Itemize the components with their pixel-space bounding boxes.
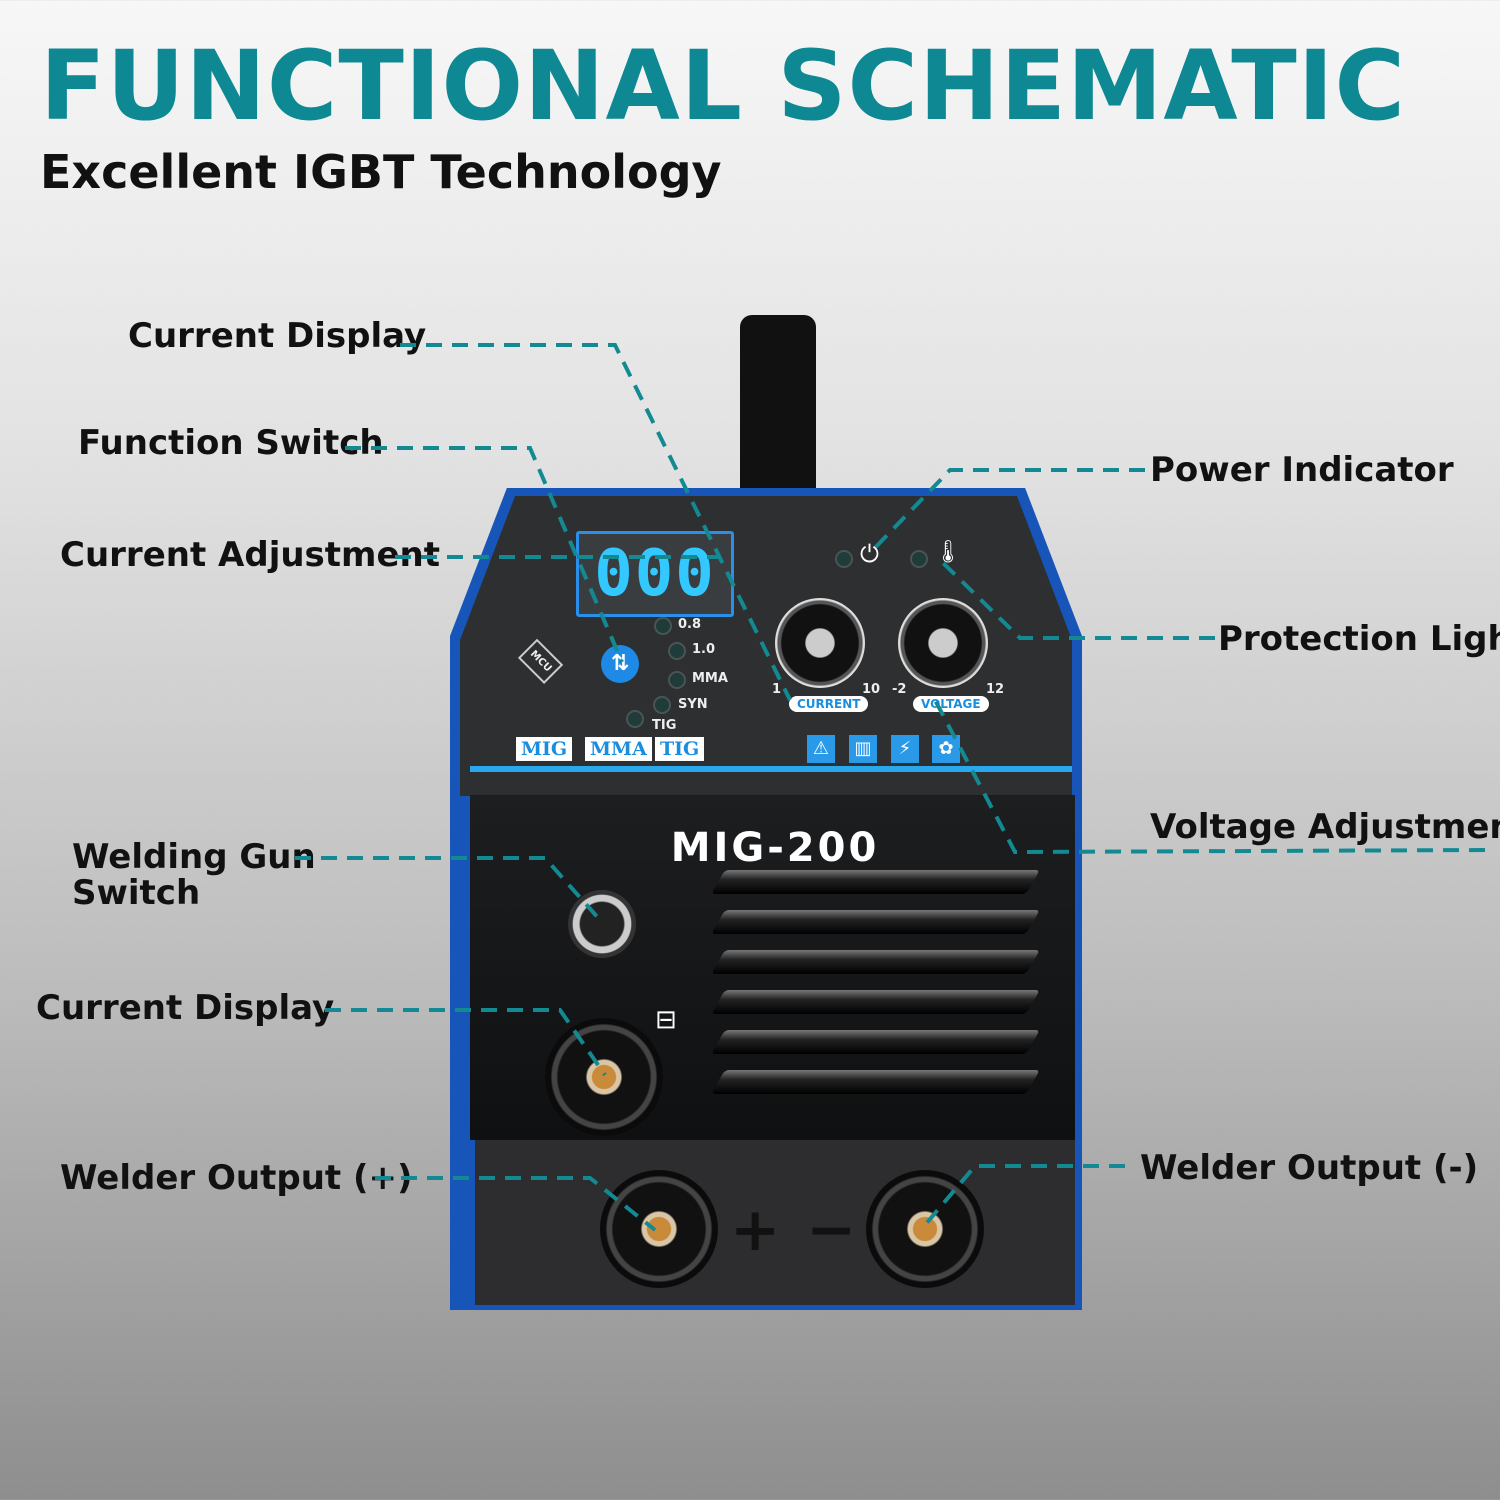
output-positive-socket[interactable] <box>600 1170 718 1288</box>
callout-power-indicator: Power Indicator <box>1150 450 1454 490</box>
led-label: 0.8 <box>678 617 702 632</box>
leader-output-negative <box>923 1164 1125 1227</box>
led-syn <box>653 696 671 714</box>
current-display: 000 <box>576 531 734 617</box>
voltage-knob[interactable] <box>898 598 988 688</box>
callout-function-switch: Function Switch <box>78 423 384 463</box>
led-label: 1.0 <box>692 642 716 657</box>
callout-current-display-top: Current Display <box>128 316 427 356</box>
page-subtitle: Excellent IGBT Technology <box>40 145 722 199</box>
handle <box>740 315 816 495</box>
plus-symbol: + <box>730 1195 781 1265</box>
led-1.0 <box>668 642 686 660</box>
output-negative-socket[interactable] <box>866 1170 984 1288</box>
led-label: MMA <box>692 671 728 686</box>
current-max: 10 <box>862 682 881 697</box>
power-icon: ⏻ <box>860 540 879 568</box>
leader-output-positive <box>375 1176 657 1232</box>
leader-welding-gun-switch <box>295 856 602 922</box>
mode-badge-mma: MMA <box>585 737 652 761</box>
led-0.8 <box>654 617 672 635</box>
led-mma <box>668 671 686 689</box>
page-title: FUNCTIONAL SCHEMATIC <box>40 30 1406 142</box>
led-tig <box>626 710 644 728</box>
mode-badge-mig: MIG <box>516 737 573 761</box>
leader-protection-light <box>938 558 1215 640</box>
callout-current-display-bottom: Current Display <box>36 988 335 1028</box>
protection-led <box>910 550 928 568</box>
callout-protection-light: Protection Light <box>1218 619 1500 659</box>
mode-badge-tig: TIG <box>655 737 705 761</box>
callout-welder-output-negative: Welder Output (-) <box>1140 1148 1479 1188</box>
voltage-max: 12 <box>986 682 1005 697</box>
leader-power-indicator <box>868 468 1145 555</box>
torch-symbol-icon: ⊟ <box>655 1005 677 1035</box>
callout-voltage-adjustment: Voltage Adjustment <box>1150 807 1500 847</box>
torch-socket[interactable] <box>545 1018 663 1136</box>
fan-icon: ✿ <box>932 735 960 763</box>
warning-icon: ⚠ <box>807 735 835 763</box>
leader-current-display-top <box>400 343 792 701</box>
electric-hazard-icon: ⚡ <box>891 735 919 763</box>
model-name: MIG-200 <box>670 825 880 871</box>
gun-switch-connector[interactable] <box>568 890 636 958</box>
current-label: CURRENT <box>789 696 869 712</box>
callout-current-adjustment: Current Adjustment <box>60 535 440 575</box>
led-label: SYN <box>678 697 708 712</box>
led-label: TIG <box>652 718 677 733</box>
panel-stripe <box>470 766 1072 772</box>
voltage-label: VOLTAGE <box>913 696 989 712</box>
callout-welding-gun-switch-line1: Welding Gun <box>72 837 316 877</box>
leader-voltage-adjustment <box>933 699 1486 855</box>
power-led <box>835 550 853 568</box>
leader-function-switch <box>345 446 624 663</box>
leader-current-display-bottom <box>325 1008 607 1077</box>
insulation-icon: ▥ <box>849 735 877 763</box>
current-min: 1 <box>772 682 782 697</box>
callout-welder-output-positive: Welder Output (+) <box>60 1158 413 1198</box>
callout-welding-gun-switch-line2: Switch <box>72 873 201 913</box>
function-switch-button[interactable]: ⇅ <box>601 645 639 683</box>
voltage-min: -2 <box>892 682 907 697</box>
minus-symbol: − <box>806 1195 857 1265</box>
current-knob[interactable] <box>775 598 865 688</box>
thermometer-icon: 🌡 <box>934 540 962 565</box>
